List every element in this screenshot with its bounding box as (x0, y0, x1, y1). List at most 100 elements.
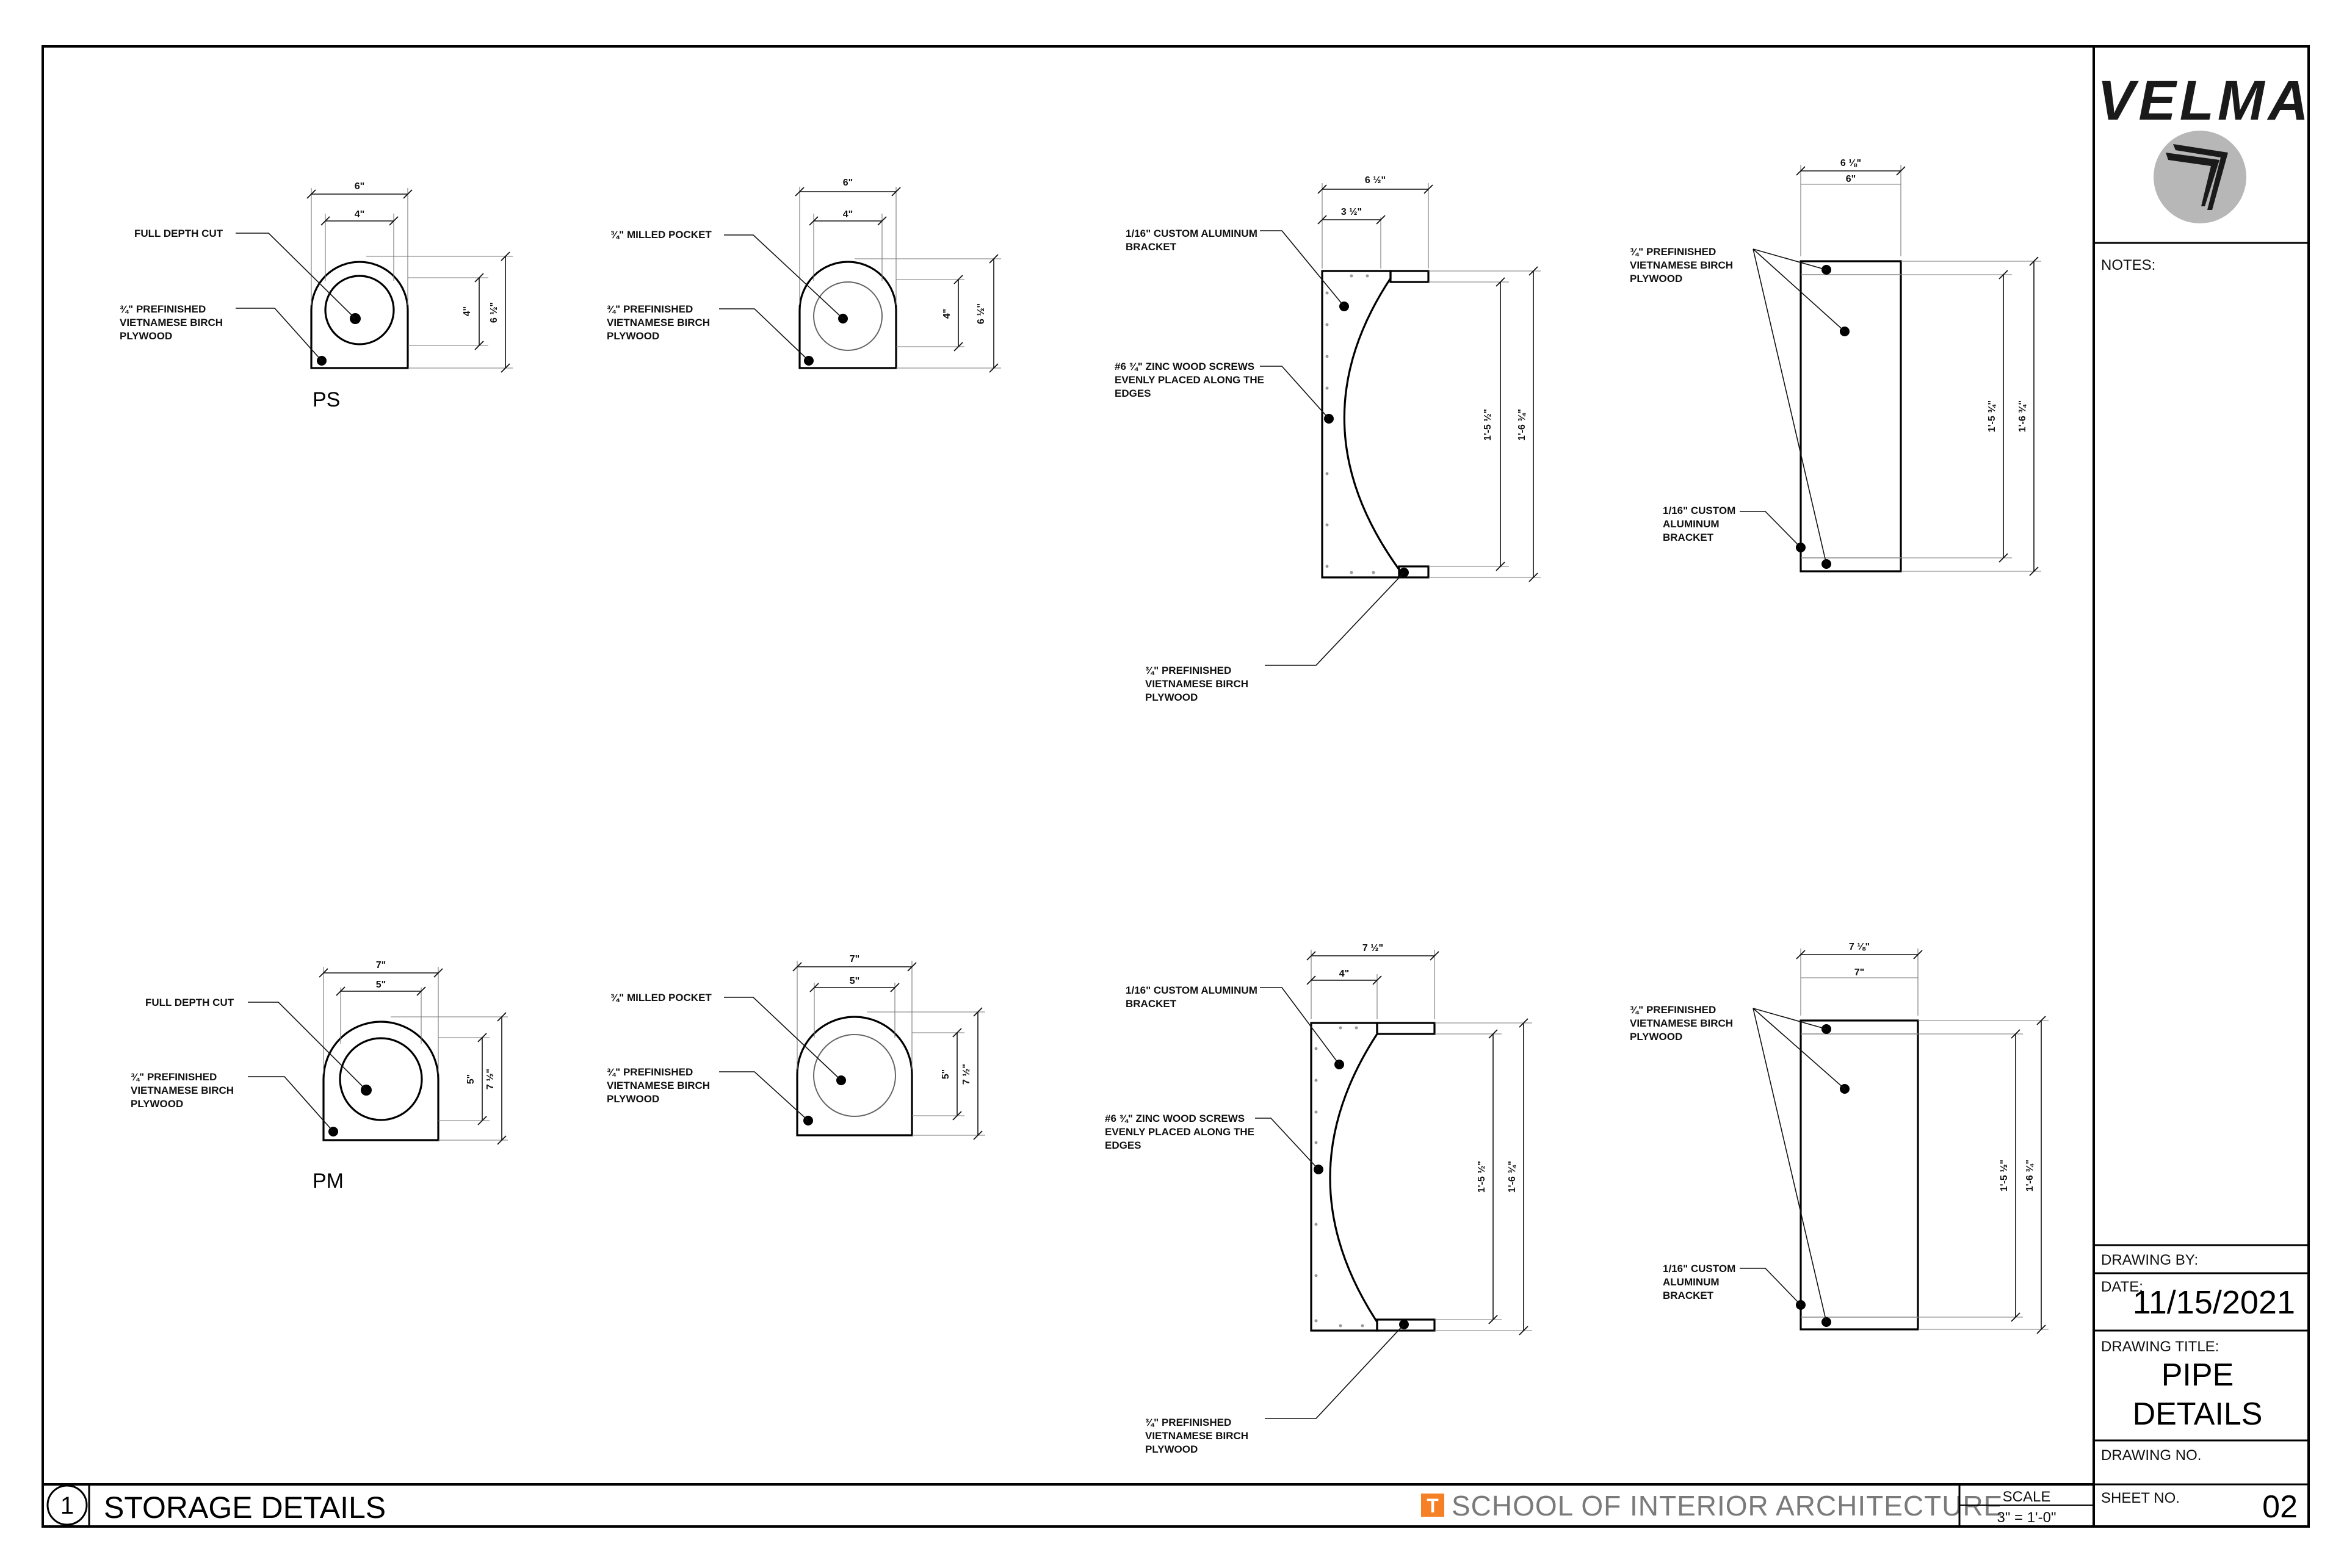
pm-note-bracket-side: 1/16" CUSTOM (1663, 1263, 1735, 1274)
view-number: 1 (60, 1492, 74, 1519)
drawing-title-label: DRAWING TITLE: (2101, 1339, 2219, 1355)
row-label-ps: PS (313, 388, 340, 411)
plan-cut-ps: 6" 4" 4" 6 ½" FULL DEPTH CUT ¾" PREFINIS… (120, 181, 513, 411)
pm-note-plywood-b2: VIETNAMESE BIRCH (607, 1080, 710, 1091)
pm-note-full-depth-cut: FULL DEPTH CUT (145, 997, 234, 1008)
note-plywood-2: VIETNAMESE BIRCH (120, 317, 223, 328)
pm-side-inner-dim: 7" (1854, 967, 1864, 978)
pm-side-h1-dim: 1'-5 ½" (1999, 1160, 2009, 1191)
note-plywood-b2: VIETNAMESE BIRCH (607, 317, 710, 328)
note-bracket-side3: BRACKET (1663, 532, 1714, 543)
pm-note-plywood-s2: VIETNAMESE BIRCH (1145, 1430, 1248, 1442)
pm-plan-inner-dim: 5" (376, 980, 386, 990)
note-bracket-side: 1/16" CUSTOM (1663, 505, 1735, 516)
plan-inner-dim: 4" (355, 209, 364, 220)
side-inner-dim: 6" (1846, 174, 1856, 184)
pm-side-width-dim: 7 ⅛" (1849, 942, 1870, 952)
note-plywood-b3: PLYWOOD (607, 330, 659, 342)
plan-width-dim: 6" (355, 181, 364, 192)
drawing-by-label: DRAWING BY: (2101, 1252, 2198, 1268)
pm-note-plywood-2: VIETNAMESE BIRCH (131, 1085, 234, 1096)
plan-profile (310, 261, 409, 369)
milled-pocket-circle (813, 281, 883, 351)
note-full-depth-cut: FULL DEPTH CUT (134, 228, 223, 239)
plan-pocket-ps: 6" 4" 4" 6 ½" ¾" MILLED POCKET ¾" PREFIN… (607, 178, 1001, 373)
pm-note-plywood-s3: PLYWOOD (1145, 1443, 1198, 1455)
pm-section-inner-dim: 4" (1339, 969, 1349, 979)
school-name: SCHOOL OF INTERIOR ARCHITECTURE (1452, 1490, 2003, 1522)
title-block: VELMA NOTES: DRAWING BY: DATE: 11/15/202… (2094, 70, 2309, 1525)
note-plywood-3: PLYWOOD (120, 330, 172, 342)
drawing-title-line1: PIPE (2161, 1357, 2234, 1393)
plan-b-dia-dim: 4" (942, 309, 952, 319)
pm-plan-dia-dim: 5" (466, 1074, 476, 1084)
drawing-no-label: DRAWING NO. (2101, 1447, 2201, 1464)
note-screws-2: EVENLY PLACED ALONG THE (1115, 374, 1264, 386)
side-h1-dim: 1'-5 ¾" (1987, 400, 1997, 432)
section-h1-dim: 1'-5 ½" (1483, 409, 1493, 441)
note-bracket-side2: ALUMINUM (1663, 518, 1720, 530)
plan-b-width-dim: 6" (843, 178, 853, 188)
pm-note-plywood-side2: VIETNAMESE BIRCH (1630, 1017, 1733, 1029)
section-inner-dim: 3 ½" (1341, 207, 1362, 217)
view-title: STORAGE DETAILS (104, 1490, 386, 1525)
plan-pocket-pm: 7" 5" 5" 7 ½" ¾" MILLED POCKET ¾" PREFIN… (607, 954, 985, 1140)
drawing-title-line2: DETAILS (2133, 1396, 2263, 1432)
sheet-border (42, 45, 2310, 1528)
plan-cut-pm: 7" 5" 5" 7 ½" FULL DEPTH CUT ¾" PREFINIS… (131, 960, 508, 1193)
plan-b-depth-dim: 6 ½" (976, 303, 986, 324)
side-h2-dim: 1'-6 ¾" (2017, 400, 2028, 432)
school-logo-icon (1421, 1494, 1444, 1517)
section-ps: 6 ½" 3 ½" 1'-5 ½" 1'-6 ¾" 1/16" CUSTOM A… (1115, 175, 1541, 703)
note-milled-pocket: ¾" MILLED POCKET (610, 229, 712, 240)
pm-note-plywood-s: ¾" PREFINISHED (1145, 1417, 1231, 1428)
section-width-dim: 6 ½" (1365, 175, 1386, 186)
brand-logo-icon (2154, 131, 2246, 223)
pm-note-screws-3: EDGES (1105, 1140, 1141, 1151)
pm-note-plywood-side3: PLYWOOD (1630, 1031, 1682, 1042)
row-label-pm: PM (313, 1169, 344, 1193)
note-plywood-b: ¾" PREFINISHED (607, 303, 693, 315)
pm-section-h2-dim: 1'-6 ¾" (1507, 1161, 1517, 1193)
note-plywood-side: ¾" PREFINISHED (1630, 246, 1716, 258)
pm-section-width-dim: 7 ½" (1362, 943, 1383, 953)
side-width-dim: 6 ⅛" (1840, 158, 1861, 168)
plan-dia-dim: 4" (462, 306, 472, 316)
note-bracket-2: BRACKET (1126, 241, 1177, 253)
section-profile (1321, 270, 1400, 579)
note-plywood: ¾" PREFINISHED (120, 303, 206, 315)
sheet-no-value: 02 (2262, 1489, 2298, 1525)
note-plywood-side3: PLYWOOD (1630, 273, 1682, 284)
section-pm: 7 ½" 4" 1'-5 ½" 1'-6 ¾" 1/16" CUSTOM ALU… (1105, 943, 1532, 1455)
pm-plan-width-dim: 7" (376, 960, 386, 970)
full-depth-cut-circle (324, 275, 395, 345)
side-pm: 7 ⅛" 7" 1'-5 ½" 1'-6 ¾" ¾" PREFINISHED V… (1630, 942, 2049, 1334)
pm-note-plywood-b: ¾" PREFINISHED (607, 1066, 693, 1078)
pm-note-plywood-side: ¾" PREFINISHED (1630, 1004, 1716, 1016)
pm-section-h1-dim: 1'-5 ½" (1477, 1161, 1487, 1193)
date-value: 11/15/2021 (2133, 1284, 2295, 1321)
pm-note-bracket-2: BRACKET (1126, 998, 1177, 1010)
plan-depth-dim: 6 ½" (489, 302, 499, 323)
school-logo-mark: T (1427, 1495, 1439, 1517)
title-bar: 1 STORAGE DETAILS T SCHOOL OF INTERIOR A… (46, 1484, 2094, 1526)
pm-note-screws: #6 ¾" ZINC WOOD SCREWS (1105, 1113, 1245, 1124)
pm-plan-b-width-dim: 7" (850, 954, 859, 964)
date-label: DATE: (2101, 1279, 2143, 1295)
scale-label: SCALE (2003, 1489, 2051, 1505)
view-number-bubble (46, 1484, 88, 1526)
note-plywood-side2: VIETNAMESE BIRCH (1630, 259, 1733, 271)
note-plywood-s3: PLYWOOD (1145, 692, 1198, 703)
section-h2-dim: 1'-6 ¾" (1517, 409, 1527, 441)
pm-plan-b-depth-dim: 7 ½" (961, 1064, 972, 1085)
pm-note-plywood: ¾" PREFINISHED (131, 1071, 217, 1083)
scale-value: 3" = 1'-0" (1997, 1509, 2056, 1526)
note-plywood-s2: VIETNAMESE BIRCH (1145, 678, 1248, 690)
pm-note-milled-pocket: ¾" MILLED POCKET (610, 992, 712, 1003)
pm-note-plywood-b3: PLYWOOD (607, 1093, 659, 1105)
notes-label: NOTES: (2101, 257, 2155, 273)
pm-note-bracket-side2: ALUMINUM (1663, 1276, 1720, 1288)
pm-plan-b-inner-dim: 5" (850, 976, 859, 986)
note-bracket: 1/16" CUSTOM ALUMINUM (1126, 228, 1257, 239)
